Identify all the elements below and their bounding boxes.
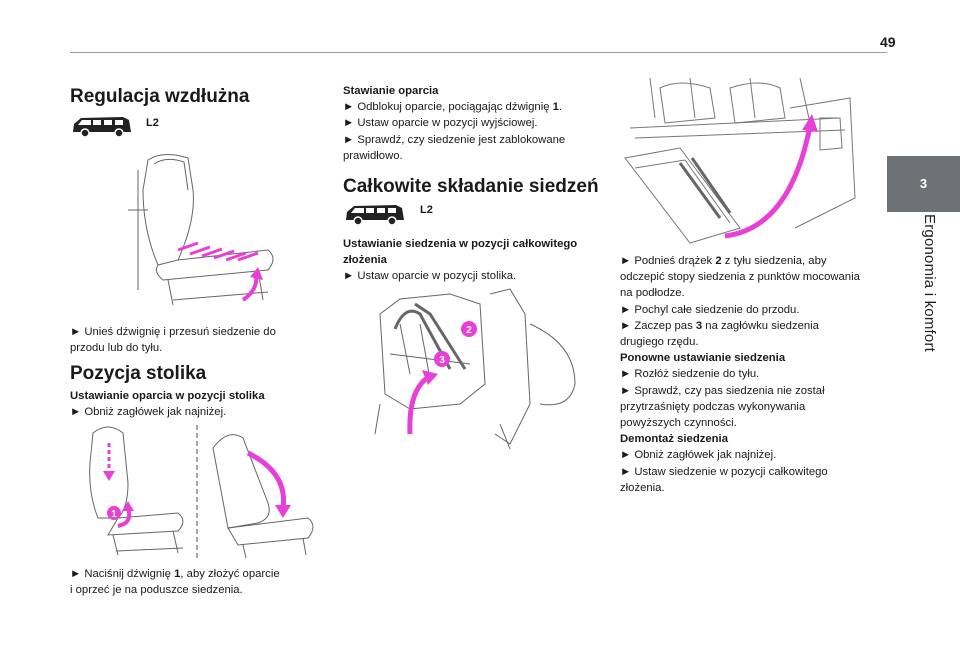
section-title-table: Pozycja stolika (70, 363, 207, 384)
van-icon (346, 205, 404, 226)
para-fold-backrest: ► Naciśnij dźwignię 1, aby złożyć oparci… (70, 568, 280, 597)
para-detach-seat: ► Podnieś drążek 2 z tyłu siedzenia, aby… (620, 255, 860, 494)
header-rule (70, 52, 887, 53)
section-title-longitudinal: Regulacja wzdłużna (70, 86, 250, 107)
seat-lever-illustration: 2 3 (374, 288, 576, 450)
callout-2: 2 (466, 325, 472, 336)
seat-table-illustration: 1 (89, 425, 314, 561)
chapter-tab[interactable]: 3 (887, 156, 960, 212)
callout-3: 3 (439, 355, 445, 366)
chapter-title: Ergonomia i komfort (921, 214, 938, 353)
para-raise-backrest: Stawianie oparcia ► Odblokuj oparcie, po… (343, 85, 566, 162)
callout-1: 1 (111, 509, 117, 520)
version-badge: L2 (420, 204, 433, 216)
section-title-full-fold: Całkowite składanie siedzeń (343, 176, 599, 197)
version-badge: L2 (146, 117, 159, 129)
seat-slide-illustration (128, 154, 274, 306)
page-number: 49 (880, 34, 896, 50)
van-icon (73, 117, 131, 138)
para-full-fold: Ustawianie siedzenia w pozycji całkowite… (343, 238, 578, 283)
seat-tilt-illustration (624, 78, 856, 244)
para-slide: ► Unieś dźwignię i przesuń siedzenie do … (70, 326, 276, 355)
para-table-position: Ustawianie oparcia w pozycji stolika ► O… (70, 390, 265, 419)
